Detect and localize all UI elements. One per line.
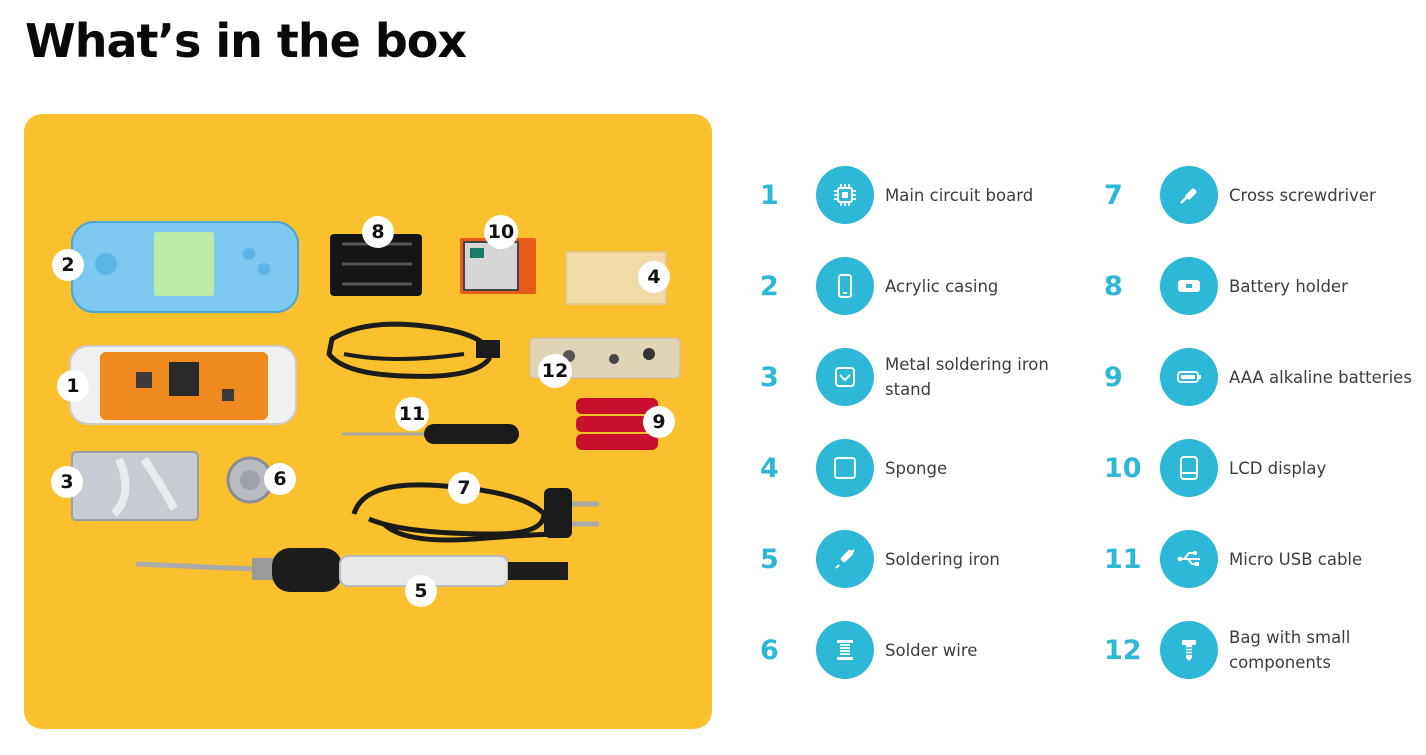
item-number: 10	[1104, 452, 1142, 484]
lcd-display-graphic	[460, 238, 536, 294]
svg-text:6: 6	[273, 468, 286, 490]
battery-icon	[1160, 348, 1218, 406]
usb-icon	[1160, 530, 1218, 588]
item-label: Battery holder	[1229, 276, 1348, 296]
item-number: 6	[760, 634, 779, 666]
svg-text:5: 5	[414, 580, 427, 602]
badge-9: 9	[643, 406, 675, 438]
svg-text:3: 3	[60, 471, 73, 493]
item-label: AAA alkaline batteries	[1229, 367, 1412, 387]
item-number: 11	[1104, 543, 1142, 575]
badge-11: 11	[395, 397, 429, 431]
component-list: 1 Main circuit board 2 Acrylic casing 3 …	[740, 150, 1426, 710]
item-number: 4	[760, 452, 779, 484]
item-label: Solder wire	[885, 640, 978, 660]
item-number: 12	[1104, 634, 1142, 666]
circuit-board-graphic	[69, 345, 297, 425]
soldering-iron-graphic	[135, 548, 568, 592]
badge-7: 7	[448, 472, 480, 504]
item-label: Cross screwdriver	[1229, 185, 1376, 205]
battery-holder-icon	[1160, 257, 1218, 315]
batteries-graphic	[576, 398, 658, 450]
item-label: Soldering iron	[885, 549, 1000, 569]
kit-photo: 1 2 3 4 5 6 7 8 9 10 11 12	[24, 114, 712, 729]
item-label: Acrylic casing	[885, 276, 999, 296]
list-item: 8 Battery holder	[1104, 241, 1419, 331]
screwdriver-icon	[1160, 166, 1218, 224]
item-number: 7	[1104, 179, 1123, 211]
item-number: 9	[1104, 361, 1123, 393]
badge-5: 5	[405, 575, 437, 607]
acrylic-casing-graphic	[71, 221, 299, 313]
list-item: 2 Acrylic casing	[760, 241, 1075, 331]
badge-2: 2	[52, 249, 84, 281]
item-label: Sponge	[885, 458, 948, 478]
badge-4: 4	[638, 261, 670, 293]
list-item: 4 Sponge	[760, 423, 1075, 513]
screw-icon	[1160, 621, 1218, 679]
svg-text:12: 12	[542, 360, 568, 382]
list-item: 5 Soldering iron	[760, 514, 1075, 604]
badge-10: 10	[484, 215, 518, 249]
kit-illustration: 1 2 3 4 5 6 7 8 9 10 11 12	[51, 215, 681, 607]
soldering-iron-icon	[816, 530, 874, 588]
spool-icon	[816, 621, 874, 679]
svg-text:4: 4	[647, 266, 660, 288]
list-item: 9 AAA alkaline batteries	[1104, 332, 1419, 422]
svg-text:1: 1	[66, 375, 79, 397]
svg-text:10: 10	[488, 221, 514, 243]
item-number: 3	[760, 361, 779, 393]
screwdriver-graphic	[342, 424, 519, 444]
svg-text:7: 7	[457, 477, 470, 499]
badge-3: 3	[51, 466, 83, 498]
usb-cable-graphic	[326, 321, 500, 379]
item-label: Main circuit board	[885, 185, 1034, 205]
list-item: 6 Solder wire	[760, 605, 1075, 695]
list-item: 3 Metal soldering iron stand	[760, 332, 1075, 422]
item-number: 8	[1104, 270, 1123, 302]
item-label: Micro USB cable	[1229, 549, 1363, 569]
item-number: 2	[760, 270, 779, 302]
chip-icon	[816, 166, 874, 224]
page-title: What’s in the box	[25, 14, 467, 68]
badge-12: 12	[538, 354, 572, 388]
list-item: 1 Main circuit board	[760, 150, 1075, 240]
item-number: 5	[760, 543, 779, 575]
list-item: 10 LCD display	[1104, 423, 1419, 513]
badge-1: 1	[57, 370, 89, 402]
square-icon	[816, 439, 874, 497]
svg-text:11: 11	[399, 403, 425, 425]
phone-icon	[816, 257, 874, 315]
soldering-stand-graphic	[71, 451, 199, 521]
svg-text:9: 9	[652, 411, 665, 433]
badge-8: 8	[362, 216, 394, 248]
badge-6: 6	[264, 463, 296, 495]
list-item: 12 Bag with small components	[1104, 605, 1419, 695]
list-item: 7 Cross screwdriver	[1104, 150, 1419, 240]
tablet-icon	[1160, 439, 1218, 497]
svg-text:8: 8	[371, 221, 384, 243]
stand-icon	[816, 348, 874, 406]
item-label: Metal soldering iron stand	[885, 355, 1049, 399]
item-label: Bag with small components	[1229, 628, 1351, 672]
svg-text:2: 2	[61, 254, 74, 276]
item-number: 1	[760, 179, 779, 211]
power-cable-graphic	[351, 482, 599, 543]
list-item: 11 Micro USB cable	[1104, 514, 1419, 604]
item-label: LCD display	[1229, 458, 1327, 478]
